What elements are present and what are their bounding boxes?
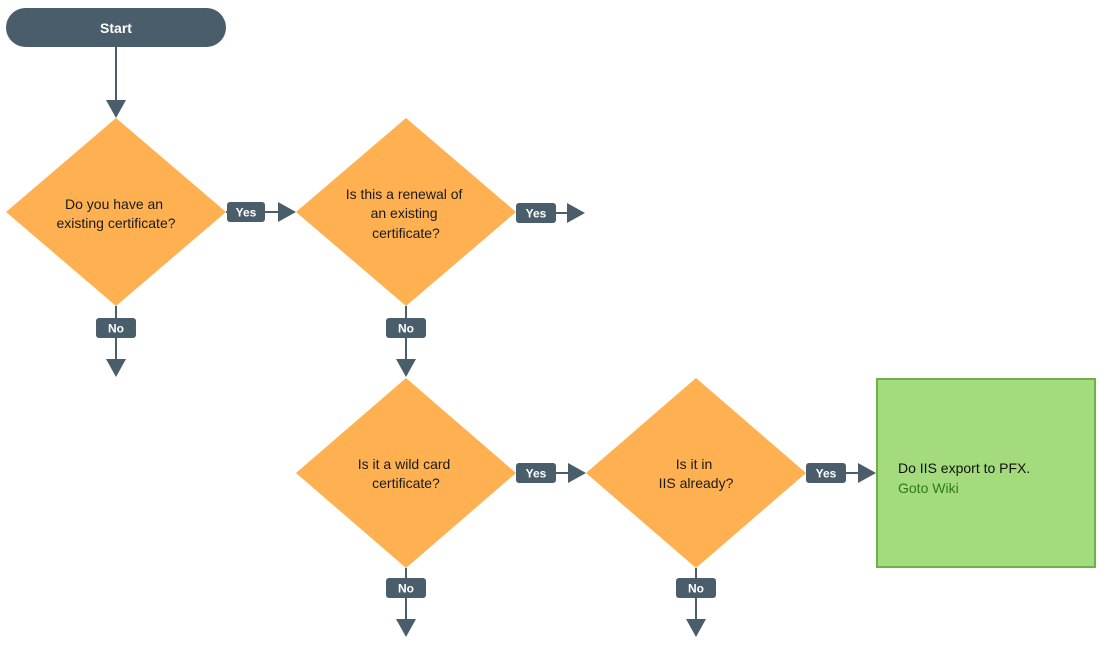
svg-text:Yes: Yes <box>236 206 257 220</box>
yes-badge-wildcard: Yes <box>516 463 556 483</box>
svg-text:No: No <box>688 582 704 596</box>
svg-text:No: No <box>398 322 414 336</box>
no-badge-renewal: No <box>386 318 426 338</box>
decision-existing-certificate[interactable]: Do you have an existing certificate? <box>6 118 226 306</box>
decision-renewal-label: Is this a renewal of an existing certifi… <box>346 186 467 241</box>
no-badge-existing: No <box>96 318 136 338</box>
no-badge-iis: No <box>676 578 716 598</box>
svg-text:No: No <box>398 582 414 596</box>
svg-text:Yes: Yes <box>816 467 837 481</box>
decision-renewal[interactable]: Is this a renewal of an existing certifi… <box>296 118 516 306</box>
start-label: Start <box>100 20 132 36</box>
goto-wiki-link[interactable]: Goto Wiki <box>898 480 959 496</box>
arrow-head <box>396 359 416 377</box>
no-badge-wildcard: No <box>386 578 426 598</box>
svg-text:No: No <box>108 322 124 336</box>
result-text: Do IIS export to PFX. <box>898 460 1031 476</box>
decision-existing-certificate-label: Do you have an existing certificate? <box>56 196 175 231</box>
decision-wildcard-label: Is it a wild card certificate? <box>358 456 454 491</box>
svg-text:Yes: Yes <box>526 207 547 221</box>
arrow-head <box>278 202 296 222</box>
start-node[interactable]: Start <box>6 8 226 47</box>
svg-text:Yes: Yes <box>526 467 547 481</box>
arrow-head <box>568 463 586 483</box>
result-box-iis-export[interactable]: Do IIS export to PFX. Goto Wiki <box>876 378 1096 568</box>
arrow-head <box>106 359 126 377</box>
yes-badge-iis: Yes <box>806 463 846 483</box>
arrow-head <box>106 100 126 118</box>
arrow-head <box>686 619 706 637</box>
arrow-head <box>567 203 585 223</box>
decision-in-iis[interactable]: Is it in IIS already? <box>586 378 806 568</box>
yes-badge-existing: Yes <box>227 202 265 222</box>
yes-badge-renewal: Yes <box>516 203 556 223</box>
decision-wildcard[interactable]: Is it a wild card certificate? <box>296 378 516 568</box>
arrow-head <box>396 619 416 637</box>
decision-in-iis-label: Is it in IIS already? <box>659 456 734 491</box>
arrow-head <box>858 463 876 483</box>
